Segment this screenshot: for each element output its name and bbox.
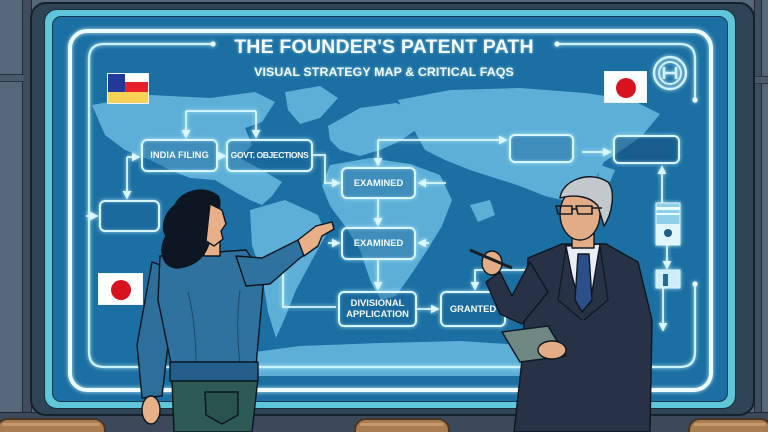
connector-govt-to-examined [313,154,341,188]
flow-node-examined-1: EXAMINED [341,167,416,199]
flow-node-divisional-application: DIVISIONAL APPLICATION [338,291,417,327]
flow-node-govt-objections: GOVT. OBJECTIONS [226,139,313,172]
node-label: EXAMINED [353,237,404,249]
flow-node-blank-left [99,200,160,232]
islands-shape [470,165,615,222]
woman-left-hand [141,395,161,425]
woman-jacket-seam [187,289,241,366]
woman-pointing-hand [297,221,335,257]
woman-jacket-hem [169,361,259,382]
africa-shape [322,158,452,300]
node-label-line-1: DIVISIONAL [350,297,405,309]
flow-node-blank-top-1 [509,134,574,163]
wall-ledge-left [0,74,24,82]
greenland-shape [285,86,338,124]
man-hair [559,176,614,227]
man-lapel [557,245,609,321]
man-tie [574,253,593,313]
circle-emblem-icon [652,55,688,91]
japan-flag-icon [604,71,647,103]
chair-left [0,418,106,432]
flow-node-examined-2: EXAMINED [341,227,416,260]
flag-blue-canton [108,74,125,92]
node-label-line-2: APPLICATION [346,308,409,319]
screen-title: THE FOUNDER'S PATENT PATH [234,36,534,58]
japan-flag-icon [98,273,143,305]
screen-inner-line-right [557,42,697,100]
multicolor-flag-icon [107,73,149,104]
node-label: GRANTED [449,302,497,314]
pen-icon [469,248,513,270]
north-america-shape [92,92,282,205]
line-end-dot [210,41,216,47]
woman-hair [161,189,221,269]
flag-red-disc [111,280,131,300]
europe-shape [328,103,420,156]
connector-left-to-divisional [282,262,336,308]
woman-face [205,203,227,247]
chair-center [354,418,450,432]
connector-right-to-granted [470,269,532,291]
flag-red-disc [616,78,636,98]
woman-pocket [204,391,239,425]
man-raised-arm [485,261,549,325]
glasses-icon [555,205,602,215]
node-label: INDIA FILING [150,149,209,161]
man-figure [469,176,653,432]
line-end-dot [554,41,560,47]
asia-shape [398,88,660,202]
device-component-icon [655,202,681,246]
wall-ledge-right [755,76,768,84]
node-label: EXAMINED [353,176,404,188]
screen-subtitle: VISUAL STRATEGY MAP & CRITICAL FAQS [254,65,514,79]
man-left-hand [537,340,567,360]
flow-node-blank-top-2 [613,135,680,164]
flow-node-india-filing: INDIA FILING [141,139,218,172]
woman-figure [136,189,335,432]
small-module-icon [655,269,681,289]
screen-inner-line-left [87,42,697,369]
line-end-dot [692,97,698,103]
line-end-dot [692,281,698,287]
node-label: GOVT. OBJECTIONS [230,149,309,160]
flag-red-band [125,82,148,92]
flag-yellow-band [108,92,148,103]
chair-right [688,418,768,432]
screen-outer-glow-line [68,29,713,392]
